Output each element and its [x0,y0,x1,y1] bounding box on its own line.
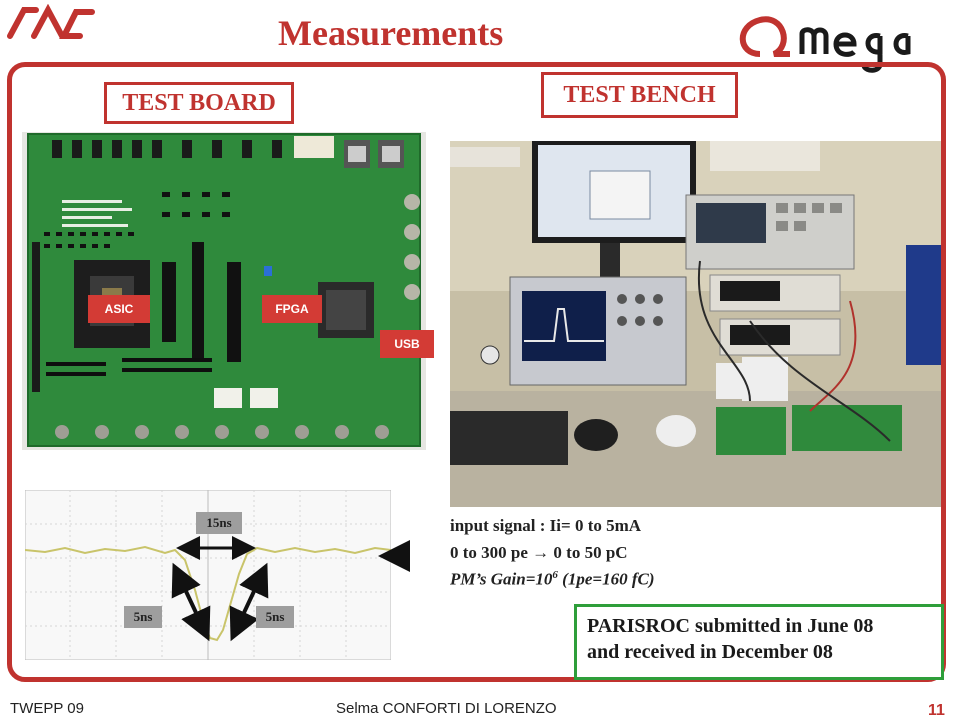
pm-gain-exponent: 6 [552,569,558,581]
rise-5ns-left-label: 5ns [124,606,162,628]
pe-conversion-line: 0 to 300 pe → 0 to 50 pC [450,543,628,563]
asic-tag: ASIC [88,295,150,323]
test-bench-label: TEST BENCH [541,72,738,118]
content-frame [7,62,946,682]
status-box: PARISROC submitted in June 08 and receiv… [574,604,944,680]
omega-logo [730,6,955,76]
pm-gain-text: PM’s Gain=10 [450,569,553,589]
rise-5ns-right-label: 5ns [256,606,294,628]
page-number: 11 [928,702,945,719]
page-title: Measurements [278,13,504,53]
pm-gain-charge: (1pe=160 fC) [557,569,655,589]
footer-author: Selma CONFORTI DI LORENZO [336,700,557,717]
fpga-tag: FPGA [262,295,322,323]
input-signal-line: input signal : Ii= 0 to 5mA [450,516,641,536]
usb-tag: USB [380,330,434,358]
pe-conversion-text: 0 to 300 pe → 0 to 50 pC [450,543,628,562]
width-15ns-label: 15ns [196,512,242,534]
input-signal-text: input signal : Ii= 0 to 5mA [450,516,642,535]
test-board-label: TEST BOARD [104,82,294,124]
test-board-photo [22,132,426,450]
status-line-2: and received in December 08 [587,641,833,663]
status-line-1: PARISROC submitted in June 08 [587,615,874,637]
scope-arrows [140,530,410,650]
footer-conference: TWEPP 09 [10,700,84,717]
pm-gain-line: PM’s Gain=106 (1pe=160 fC) [450,569,654,590]
lal-logo [6,3,96,44]
test-bench-photo [450,141,941,507]
